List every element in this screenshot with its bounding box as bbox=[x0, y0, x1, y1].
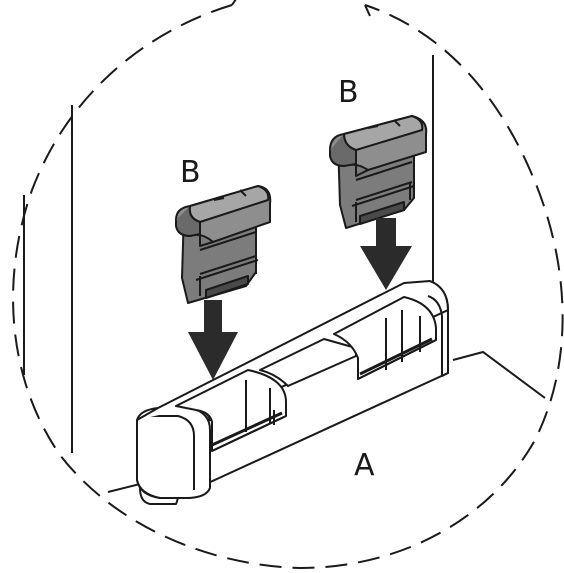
arrow-down-left bbox=[188, 300, 238, 380]
floor-line-left bbox=[107, 483, 141, 493]
label-clip-left: B bbox=[180, 155, 201, 190]
detail-circle bbox=[12, 4, 564, 570]
cut-mark-left bbox=[231, 0, 237, 6]
label-clip-right: B bbox=[338, 75, 359, 110]
cut-mark-right bbox=[364, 4, 371, 17]
arrow-down-right bbox=[360, 218, 412, 290]
clip-left bbox=[175, 185, 272, 304]
label-base-part: A bbox=[354, 448, 375, 483]
base-part bbox=[136, 280, 449, 505]
clip-right bbox=[329, 115, 428, 229]
floor-line-right bbox=[452, 350, 546, 399]
